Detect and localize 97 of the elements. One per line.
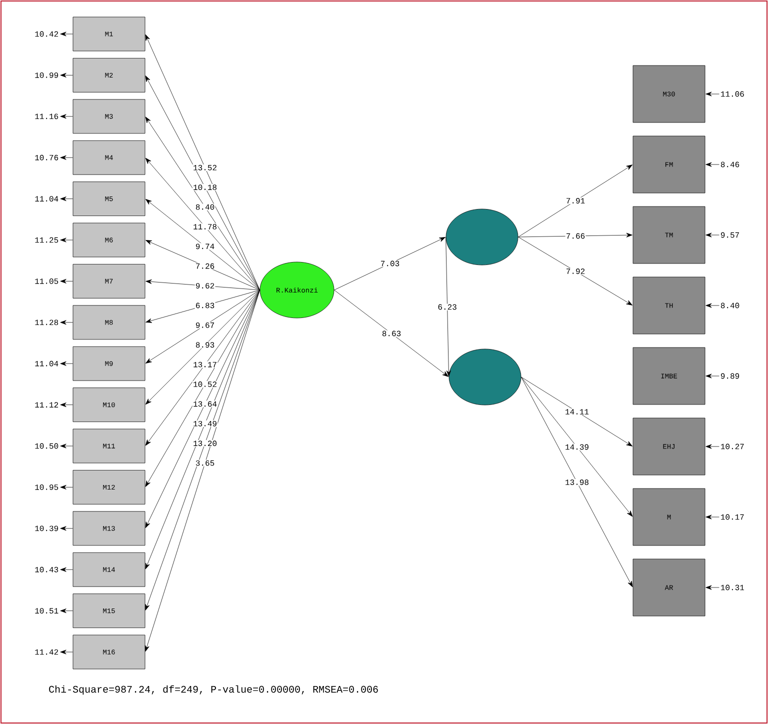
edge-label: 7.92	[565, 268, 586, 275]
arrow	[146, 240, 260, 290]
error-arrow	[60, 484, 73, 490]
edge-label: 9.62	[194, 282, 216, 290]
edge-label: 10.50	[35, 443, 58, 449]
edge-label: 7.03	[380, 260, 400, 267]
edge-label: 6.23	[437, 304, 458, 310]
error-arrow	[60, 278, 73, 284]
arrow	[145, 290, 260, 446]
edge-label: 8.40	[720, 302, 740, 308]
edge-label: 10.43	[35, 566, 58, 572]
edge-label: 10.39	[35, 526, 58, 532]
edge-label: 11.16	[35, 114, 58, 120]
edge-label: 13.17	[192, 361, 218, 368]
edge-label: 9.57	[720, 232, 739, 238]
fit-statistics: Chi-Square=987.24, df=249, P-value=0.00000, RMSEA=0.006	[49, 685, 378, 695]
arrow	[518, 236, 632, 306]
error-arrow	[60, 526, 73, 531]
edge-label: 10.99	[35, 72, 58, 78]
edge-label: 9.74	[194, 243, 216, 250]
edge-label: 7.91	[565, 197, 586, 204]
arrow	[446, 236, 451, 377]
error-arrow	[60, 320, 73, 325]
arrow	[145, 158, 260, 290]
edge-label: 13.64	[192, 400, 218, 408]
error-arrow	[60, 567, 73, 572]
edge-label: 14.39	[564, 444, 590, 450]
edge-label: 11.04	[35, 360, 58, 366]
error-arrow	[60, 238, 73, 242]
error-arrow	[60, 32, 73, 36]
arrow	[145, 290, 260, 487]
edge-label: 11.28	[35, 320, 58, 326]
error-arrow	[60, 650, 73, 654]
error-arrow	[60, 444, 73, 448]
edge-label: 10.52	[192, 380, 218, 388]
arrow	[145, 34, 260, 290]
error-arrow	[60, 196, 73, 202]
edge-label: 10.18	[192, 184, 218, 191]
edge-label: 13.98	[564, 478, 590, 486]
edge-label: 10.27	[721, 444, 744, 450]
arrow	[146, 290, 260, 323]
edge-label: 11.06	[721, 91, 744, 97]
error-arrow	[706, 585, 720, 590]
edge-label: 10.51	[35, 608, 58, 614]
edge-label: 9.67	[194, 322, 216, 328]
error-arrow	[706, 232, 720, 238]
arrow	[518, 232, 632, 238]
edge-label: 10.95	[35, 484, 58, 490]
arrow	[334, 290, 449, 377]
edge-label: 8.63	[381, 330, 402, 337]
edge-label: 8.40	[194, 204, 216, 210]
edge-label: 6.83	[194, 302, 216, 309]
arrow	[145, 116, 260, 290]
error-arrow	[60, 72, 73, 78]
edge-label: 13.52	[192, 164, 218, 171]
edge-label: 11.42	[35, 649, 58, 655]
error-arrow	[706, 162, 720, 167]
edge-label: 8.46	[720, 162, 740, 168]
latent-variable-ellipse	[448, 348, 522, 406]
edge-label: 11.25	[35, 237, 58, 243]
edge-label: 7.66	[565, 232, 586, 240]
edge-label: 11.12	[35, 402, 58, 408]
arrow	[146, 279, 260, 290]
edge-label: 14.11	[564, 408, 590, 415]
error-arrow	[60, 114, 73, 119]
edge-label: 10.17	[721, 514, 744, 520]
arrow	[145, 76, 260, 290]
edge-label: 8.93	[194, 342, 216, 348]
edge-label: 7.26	[194, 262, 216, 270]
edge-label: 11.04	[35, 196, 58, 202]
error-arrow	[706, 444, 720, 449]
edge-label: 13.20	[192, 440, 218, 447]
edge-label: 10.31	[721, 584, 744, 590]
arrow	[145, 198, 260, 290]
error-arrow	[706, 514, 720, 520]
error-arrow	[60, 361, 73, 366]
latent-variable-ellipse	[446, 208, 518, 266]
edge-label: 10.42	[35, 31, 58, 37]
edge-label: 3.65	[194, 460, 216, 466]
error-arrow	[60, 608, 73, 614]
error-arrow	[706, 374, 720, 378]
arrow	[521, 376, 633, 517]
arrow	[145, 290, 260, 405]
error-arrow	[706, 303, 720, 308]
arrow	[146, 290, 260, 364]
arrow	[521, 376, 632, 446]
arrow	[334, 237, 446, 290]
edge-label: 11.78	[192, 223, 218, 230]
arrow	[521, 376, 633, 588]
edge-label: 9.89	[720, 373, 740, 379]
arrow	[518, 164, 632, 238]
error-arrow	[60, 402, 73, 408]
edge-label: 13.49	[192, 420, 218, 427]
error-arrow	[706, 92, 720, 96]
error-arrow	[60, 155, 73, 160]
edge-label: 11.05	[35, 278, 58, 284]
edge-label: 10.76	[35, 154, 58, 160]
